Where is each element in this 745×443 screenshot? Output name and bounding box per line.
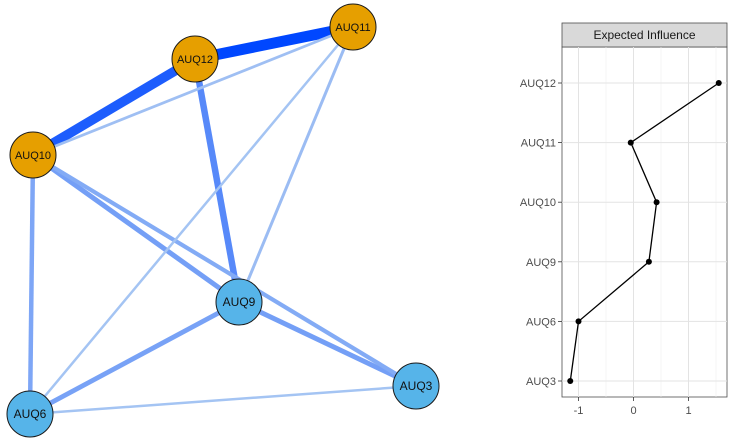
node-circle	[329, 3, 377, 51]
node-label: AUQ3	[400, 379, 433, 393]
y-tick-label: AUQ9	[526, 257, 556, 269]
node-auq10: AUQ10	[9, 131, 57, 179]
panel-gridlines	[562, 47, 727, 397]
edge-auq10-auq9	[31, 152, 241, 305]
node-circle	[392, 362, 440, 410]
influence-point-auq12	[715, 80, 722, 86]
node-label: AUQ12	[177, 54, 213, 66]
influence-point-auq6	[575, 318, 582, 325]
panel-title: Expected Influence	[593, 28, 695, 42]
node-auq9: AUQ9	[215, 278, 263, 326]
strip-background	[561, 22, 728, 48]
edge-auq10-auq11	[32, 25, 354, 157]
node-circle	[171, 35, 219, 83]
influence-point-auq3	[567, 378, 574, 384]
influence-point-auq10	[653, 199, 660, 206]
node-auq3: AUQ3	[392, 362, 440, 410]
y-tick-label: AUQ10	[520, 197, 556, 209]
edge-auq12-auq10	[30, 54, 198, 160]
x-axis-ticks: -1 0 1	[574, 397, 692, 417]
edge-auq11-auq9	[237, 26, 355, 303]
edge-auq9-auq3	[237, 299, 418, 389]
y-tick-label: AUQ6	[526, 316, 556, 328]
edge-auq6-auq3	[29, 384, 417, 416]
node-label: AUQ6	[14, 407, 47, 421]
node-auq11: AUQ11	[329, 3, 377, 51]
x-tick-label: 0	[630, 405, 636, 417]
influence-line	[569, 82, 720, 382]
x-tick-label: 1	[685, 405, 691, 417]
x-tick-label: -1	[574, 405, 584, 417]
node-circle	[215, 278, 263, 326]
y-tick-label: AUQ12	[520, 78, 556, 90]
edge-auq10-auq6	[27, 154, 36, 415]
y-tick-label: AUQ3	[526, 376, 556, 388]
node-label: AUQ10	[15, 150, 51, 162]
edge-auq12-auq11	[193, 21, 355, 65]
influence-series	[567, 80, 722, 384]
influence-point-auq11	[627, 139, 634, 146]
edge-auq11-auq6	[29, 26, 354, 415]
edge-auq10-auq3	[31, 153, 418, 388]
expected-influence-panel: Expected Influence AUQ3 AUQ6 AUQ9 AUQ10 AUQ1…	[520, 22, 728, 417]
node-label: AUQ11	[335, 22, 370, 34]
y-tick-label: AUQ11	[521, 138, 556, 150]
node-auq12: AUQ12	[171, 35, 219, 83]
node-circle	[6, 390, 54, 438]
edge-auq9-auq6	[28, 299, 241, 417]
y-axis-ticks: AUQ3 AUQ6 AUQ9 AUQ10 AUQ11 AUQ12	[520, 78, 562, 388]
node-circle	[9, 131, 57, 179]
network-edges	[27, 21, 418, 417]
node-label: AUQ9	[223, 295, 256, 309]
node-auq6: AUQ6	[6, 390, 54, 438]
edge-auq12-auq9	[191, 58, 243, 303]
panel-background	[561, 46, 728, 398]
influence-point-auq9	[645, 258, 652, 265]
